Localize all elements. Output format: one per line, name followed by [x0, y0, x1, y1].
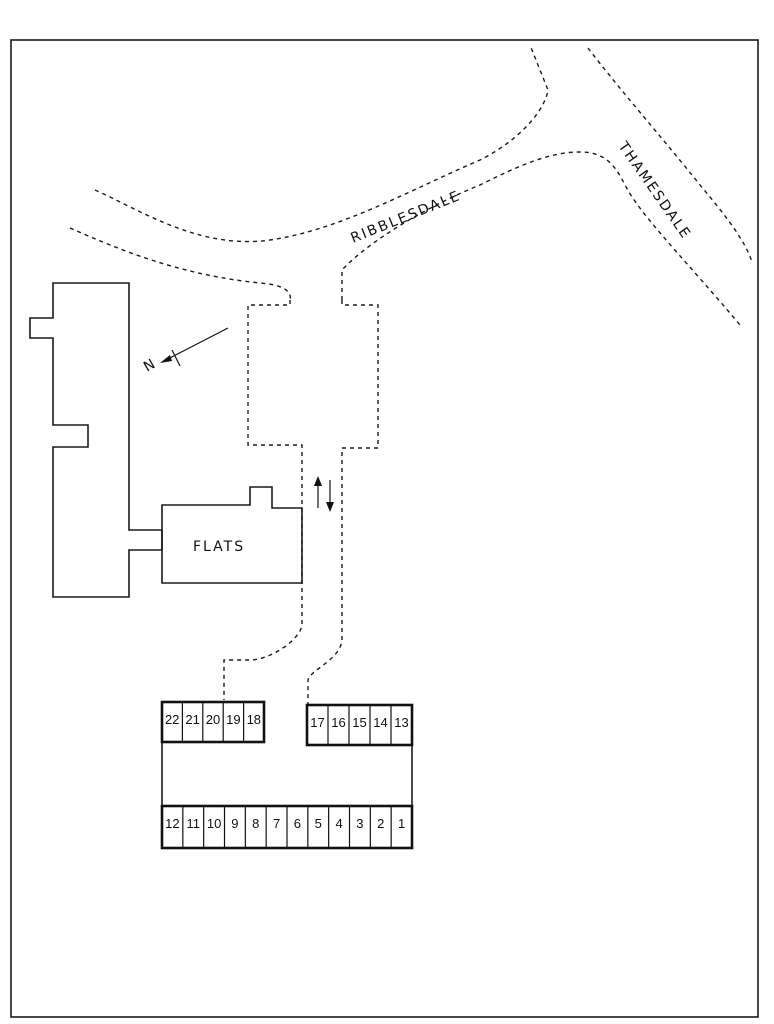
garage-bay-number: 12: [165, 816, 179, 831]
garage-bay-number: 19: [226, 712, 240, 727]
garage-row-top-left: 22 21 20 19 18: [160, 700, 266, 744]
garage-row-top-right: 17 16 15 14 13: [305, 703, 414, 747]
main-building: [29, 282, 163, 598]
flats-building: [161, 486, 303, 584]
flats-label: FLATS: [193, 539, 245, 555]
car-park-area: [223, 300, 303, 700]
garage-bay-number: 17: [310, 715, 324, 730]
two-way-arrow-icon: [314, 476, 334, 512]
north-label: N: [141, 355, 160, 375]
garage-bay-number: 8: [252, 816, 259, 831]
garage-bay-number: 21: [185, 712, 199, 727]
garage-bay-number: 4: [335, 816, 342, 831]
garage-bay-number: 15: [352, 715, 366, 730]
garage-bay-number: 1: [398, 816, 405, 831]
ribblesdale-label: RIBBLESDALE: [349, 188, 464, 247]
north-arrow-icon: N: [141, 327, 229, 375]
road-thamesdale: [587, 47, 753, 263]
garage-bay-number: 14: [373, 715, 387, 730]
garage-bay-number: 5: [315, 816, 322, 831]
garage-bay-number: 16: [331, 715, 345, 730]
garage-bay-number: 3: [356, 816, 363, 831]
garage-row-top-right-outline: [305, 703, 414, 747]
map-frame: [10, 39, 759, 1018]
garage-bay-number: 6: [294, 816, 301, 831]
garage-bay-number: 18: [247, 712, 261, 727]
road-ribblesdale: [69, 44, 741, 326]
garage-bay-number: 20: [206, 712, 220, 727]
garage-bay-number: 22: [165, 712, 179, 727]
access-drive: [307, 300, 379, 705]
garage-bay-number: 10: [207, 816, 221, 831]
thamesdale-label: THAMESDALE: [614, 138, 694, 242]
garage-bay-number: 7: [273, 816, 280, 831]
garage-bay-number: 2: [377, 816, 384, 831]
garage-bay-number: 9: [231, 816, 238, 831]
garage-row-top-left-outline: [160, 700, 266, 744]
garage-bay-number: 11: [187, 816, 201, 831]
garage-bay-number: 13: [394, 715, 408, 730]
